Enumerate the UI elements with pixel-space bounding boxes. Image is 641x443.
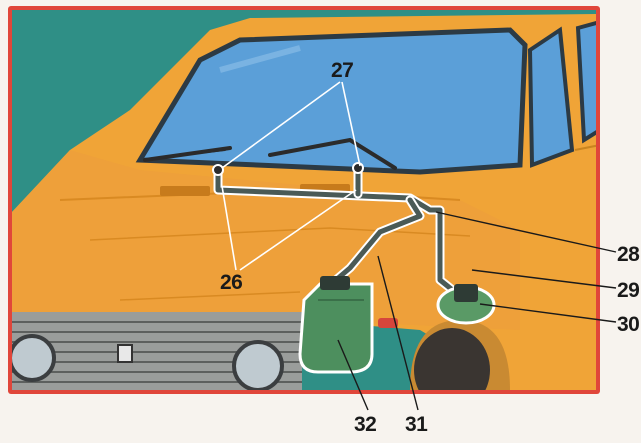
label-30: 30 — [617, 314, 639, 335]
label-28: 28 — [617, 244, 639, 265]
nozzle-left — [213, 165, 223, 175]
label-26: 26 — [220, 272, 242, 293]
emblem — [118, 345, 132, 362]
headlight-right — [234, 342, 282, 390]
hood-vent-left — [160, 186, 210, 196]
label-31: 31 — [405, 414, 427, 435]
label-29: 29 — [617, 280, 639, 301]
nozzle-right — [353, 163, 363, 173]
label-27: 27 — [331, 60, 353, 81]
headlight-left — [10, 336, 54, 380]
label-32: 32 — [354, 414, 376, 435]
